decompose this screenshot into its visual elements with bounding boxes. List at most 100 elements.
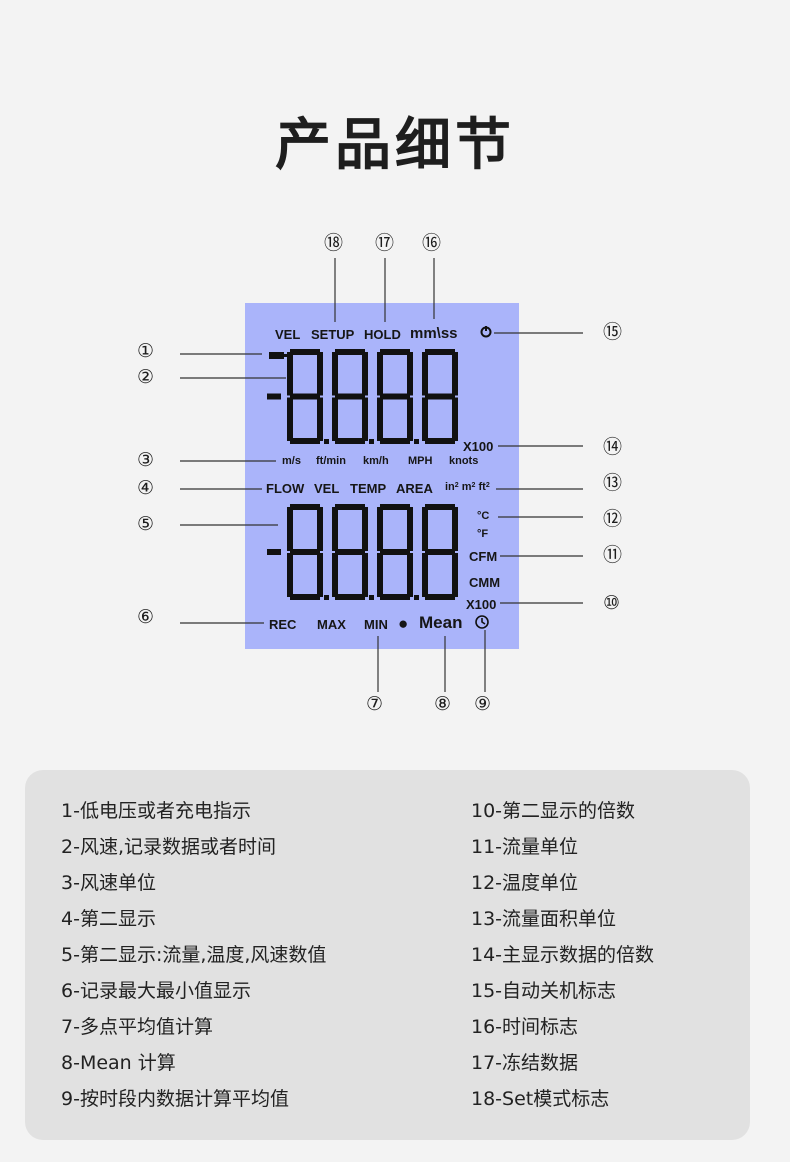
legend-item-7: 7-多点平均值计算 (61, 1016, 213, 1038)
secondary-multiplier: X100 (466, 597, 497, 612)
lcd-label-vel: VEL (275, 327, 301, 342)
clock-icon (475, 615, 489, 629)
callout-6: ⑥ (137, 606, 155, 628)
lcd-label-hold: HOLD (364, 327, 401, 342)
secondary-digit-0-seg-d (290, 594, 320, 600)
primary-digit-3-seg-b (452, 352, 458, 396)
primary-digit-0-seg-e (287, 397, 293, 441)
secondary-digit-0-seg-e (287, 553, 293, 597)
label-mean: Mean (419, 613, 463, 632)
secondary-decimal-point (414, 595, 419, 600)
unit-fahrenheit: °F (477, 528, 489, 540)
primary-minus (267, 393, 281, 400)
unit-ft-exponent: 2 (485, 482, 490, 489)
primary-digit-2-seg-c (407, 397, 413, 441)
secondary-digit-2-seg-d (380, 594, 410, 600)
battery-icon (269, 352, 284, 359)
unit-celsius: °C (477, 510, 490, 522)
lcd-label-setup: SETUP (311, 327, 355, 342)
legend-item-14: 14-主显示数据的倍数 (471, 944, 655, 966)
callout-5: ⑤ (137, 513, 155, 535)
primary-digit-2-seg-g (380, 393, 410, 400)
legend-item-5: 5-第二显示:流量,温度,风速数值 (61, 944, 327, 966)
secondary-digit-0-seg-a (290, 504, 320, 510)
page-title: 产品细节 (275, 113, 515, 178)
label-max: MAX (317, 617, 346, 632)
legend-item-17: 17-冻结数据 (471, 1052, 579, 1074)
callout-16: ⑯ (422, 232, 442, 254)
primary-decimal-point (414, 439, 419, 444)
legend-item-11: 11-流量单位 (471, 836, 579, 858)
legend-item-8: 8-Mean 计算 (61, 1052, 176, 1074)
legend-item-1: 1-低电压或者充电指示 (61, 800, 251, 822)
unit-cmm: CMM (469, 575, 501, 590)
callout-7: ⑦ (366, 693, 384, 715)
legend-item-16: 16-时间标志 (471, 1016, 579, 1038)
unit-in: in (445, 481, 455, 493)
legend-item-6: 6-记录最大最小值显示 (61, 980, 251, 1002)
secondary-digit-2-seg-c (407, 553, 413, 597)
secondary-digit-3-seg-f (422, 507, 428, 551)
unit-knots: knots (449, 455, 479, 467)
callout-8: ⑧ (434, 693, 452, 715)
primary-digit-3-seg-c (452, 397, 458, 441)
callout-13: ⑬ (603, 472, 623, 494)
legend-item-13: 13-流量面积单位 (471, 908, 617, 930)
primary-digit-3-seg-d (425, 438, 455, 444)
secondary-digit-2-seg-a (380, 504, 410, 510)
callout-15: ⑮ (603, 321, 623, 343)
primary-digit-3-seg-g (425, 393, 455, 400)
unit-m: m (461, 481, 472, 493)
primary-digit-1-seg-d (335, 438, 365, 444)
secondary-digit-3-seg-e (422, 553, 428, 597)
primary-digit-3-seg-e (422, 397, 428, 441)
secondary-digit-1-seg-f (332, 507, 338, 551)
label-min: MIN (364, 617, 388, 632)
secondary-digit-2-seg-e (377, 553, 383, 597)
mode-temp: TEMP (350, 481, 387, 496)
primary-digit-2-seg-f (377, 352, 383, 396)
auto-off-icon (480, 326, 492, 338)
legend-item-4: 4-第二显示 (61, 908, 156, 930)
label-rec: REC (269, 617, 297, 632)
secondary-digit-0-seg-c (317, 553, 323, 597)
callout-17: ⑰ (375, 232, 395, 254)
unit-ftmin: ft/min (316, 455, 346, 467)
callout-11: ⑪ (603, 544, 623, 566)
legend-item-15: 15-自动关机标志 (471, 980, 617, 1002)
secondary-digit-0-seg-g (290, 549, 320, 555)
secondary-digit-1-seg-a (335, 504, 365, 510)
callout-18: ⑱ (324, 232, 344, 254)
unit-kmh: km/h (363, 455, 389, 467)
callout-lines (180, 258, 583, 692)
legend-item-2: 2-风速,记录数据或者时间 (61, 836, 276, 858)
callout-9: ⑨ (474, 693, 492, 715)
unit-cfm: CFM (469, 549, 498, 564)
secondary-digit-3-seg-d (425, 594, 455, 600)
primary-multiplier: X100 (463, 439, 494, 454)
secondary-digit-3-seg-g (425, 549, 455, 555)
secondary-digit-1-seg-d (335, 594, 365, 600)
secondary-digit-0-seg-b (317, 507, 323, 551)
legend-item-12: 12-温度单位 (471, 872, 579, 894)
battery-tip (284, 354, 287, 357)
primary-digit-0-seg-b (317, 352, 323, 396)
unit-m-exponent: 2 (471, 482, 476, 489)
legend-item-3: 3-风速单位 (61, 872, 156, 894)
callout-2: ② (137, 366, 155, 388)
secondary-digit-2-seg-g (380, 549, 410, 555)
primary-digit-0-seg-d (290, 438, 320, 444)
secondary-digit-2-seg-f (377, 507, 383, 551)
callout-4: ④ (137, 477, 155, 499)
primary-digit-3-seg-f (422, 352, 428, 396)
lcd-label-mmss: mm\ss (410, 325, 458, 342)
unit-in-exponent: 2 (454, 482, 459, 489)
unit-ft: ft (478, 481, 486, 493)
primary-digit-0-seg-a (290, 349, 320, 355)
mode-flow: FLOW (266, 481, 305, 496)
primary-digit-1-seg-a (335, 349, 365, 355)
primary-digit-2-seg-a (380, 349, 410, 355)
secondary-digits-display (267, 504, 458, 600)
callout-3: ③ (137, 449, 155, 471)
